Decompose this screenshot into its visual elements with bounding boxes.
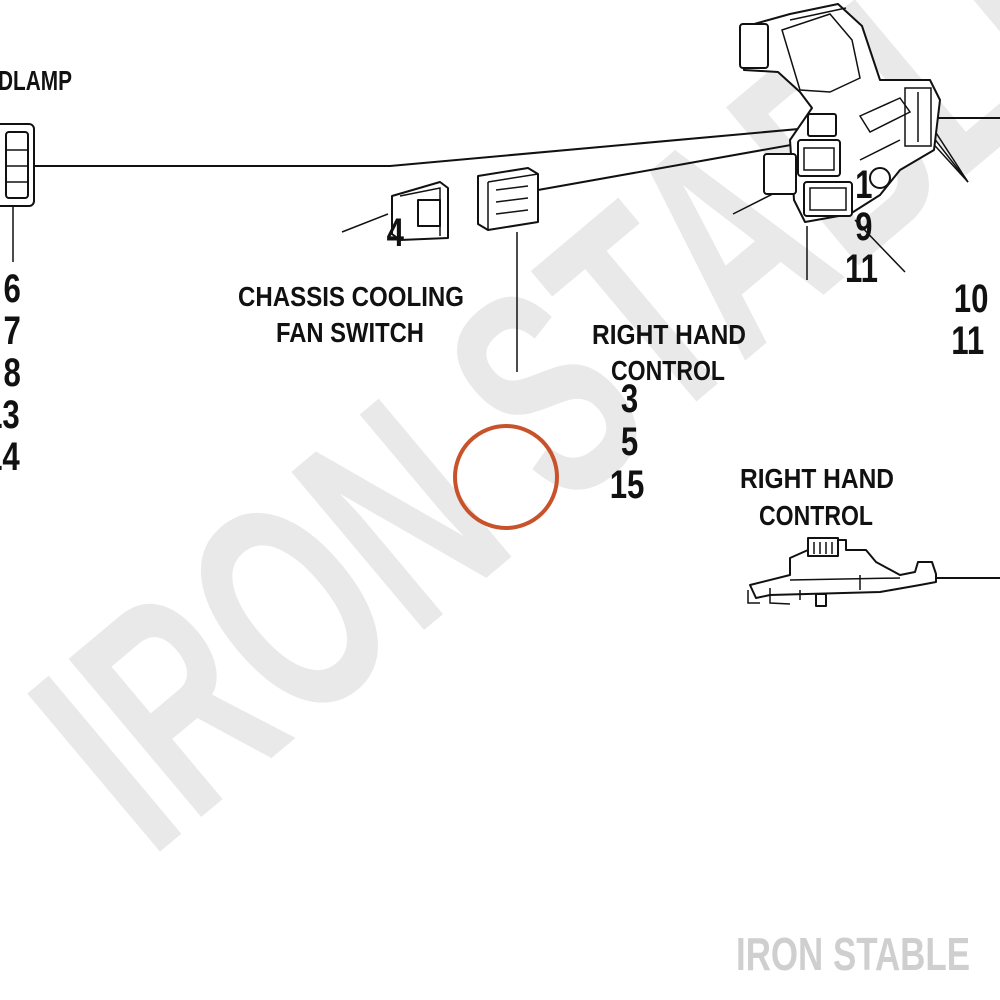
fan-switch-plug — [391, 181, 449, 241]
rhc2-label-line1: RIGHT HAND — [740, 463, 894, 494]
chassis-label-line2: FAN SWITCH — [276, 317, 424, 348]
right-hand-control-assembly — [739, 3, 941, 223]
rhc-label-line1: RIGHT HAND — [592, 319, 746, 350]
callout-rhc: 1 9 11 10 11 12 2 — [845, 162, 989, 363]
leader-4 — [341, 213, 389, 233]
headlamp-connector — [0, 123, 35, 207]
callout-6: 6 — [4, 266, 21, 311]
callout-1: 1 — [855, 162, 872, 207]
fan-switch-receptacle — [477, 167, 539, 231]
callout-8: 8 — [4, 350, 21, 395]
callout-left-column: 6 7 8 13 14 — [0, 266, 21, 479]
callout-14: 14 — [0, 434, 20, 479]
callout-fan-switch: 4 3 5 15 — [387, 210, 645, 530]
captions: DLAMP CHASSIS COOLING FAN SWITCH RIGHT H… — [0, 65, 894, 531]
callout-4: 4 — [387, 210, 404, 255]
headlamp-wire — [35, 117, 921, 167]
callout-13: 13 — [0, 392, 20, 437]
callout-11-b: 11 — [951, 318, 984, 363]
rhc2-label-line2: CONTROL — [759, 500, 873, 531]
callout-9: 9 — [855, 204, 872, 249]
callout-15: 15 — [610, 462, 645, 507]
highlight-circle — [453, 424, 559, 530]
headlamp-label: DLAMP — [0, 65, 72, 96]
rhc-label-line2: CONTROL — [611, 355, 725, 386]
callout-7: 7 — [4, 308, 21, 353]
right-hand-control-side-view — [747, 537, 937, 607]
chassis-label-line1: CHASSIS COOLING — [238, 281, 464, 312]
callout-3: 3 — [621, 376, 638, 421]
callout-5: 5 — [621, 419, 638, 464]
callout-10: 10 — [954, 276, 989, 321]
corner-watermark: IRON STABLE — [736, 928, 970, 980]
leader-12 — [854, 219, 906, 273]
callout-11-a: 11 — [845, 246, 878, 291]
